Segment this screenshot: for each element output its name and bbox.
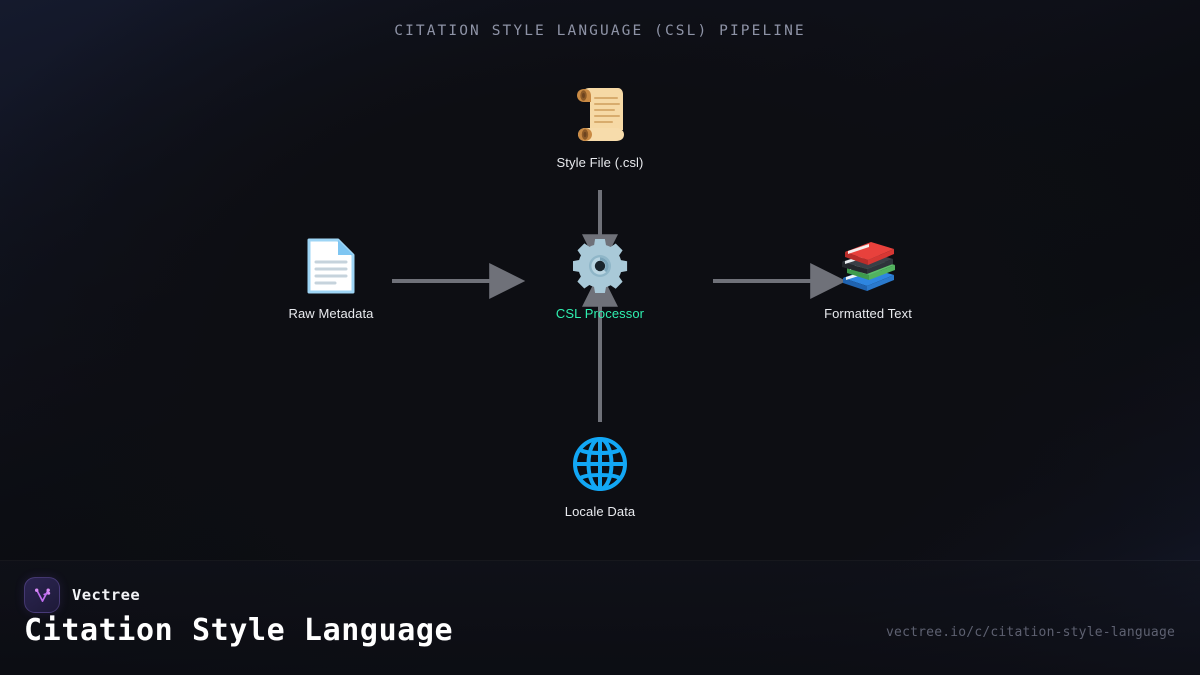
- node-label-style-file: Style File (.csl): [556, 155, 644, 170]
- books-icon: [773, 235, 963, 297]
- node-formatted-text[interactable]: Formatted Text: [773, 235, 963, 321]
- vectree-logo-icon: [24, 577, 60, 613]
- node-label-locale-data: Locale Data: [564, 504, 636, 519]
- brand-name: Vectree: [72, 586, 141, 604]
- brand: Vectree: [24, 577, 140, 613]
- footer-divider: [0, 560, 1200, 561]
- document-page-icon: [236, 235, 426, 297]
- node-label-raw-metadata: Raw Metadata: [288, 306, 374, 321]
- node-label-csl-processor: CSL Processor: [555, 306, 645, 321]
- node-label-formatted-text: Formatted Text: [824, 306, 912, 321]
- page-url: vectree.io/c/citation-style-language: [886, 625, 1175, 640]
- gear-icon: [505, 235, 695, 297]
- node-raw-metadata[interactable]: Raw Metadata: [236, 235, 426, 321]
- footer-bar: Vectree Citation Style Language vectree.…: [0, 561, 1200, 675]
- node-locale-data[interactable]: Locale Data: [505, 433, 695, 519]
- node-style-file[interactable]: Style File (.csl): [505, 84, 695, 170]
- page-title: Citation Style Language: [24, 613, 454, 648]
- node-csl-processor[interactable]: CSL Processor: [505, 235, 695, 321]
- scroll-icon: [505, 84, 695, 146]
- globe-icon: [505, 433, 695, 495]
- diagram-title: CITATION STYLE LANGUAGE (CSL) PIPELINE: [394, 23, 806, 39]
